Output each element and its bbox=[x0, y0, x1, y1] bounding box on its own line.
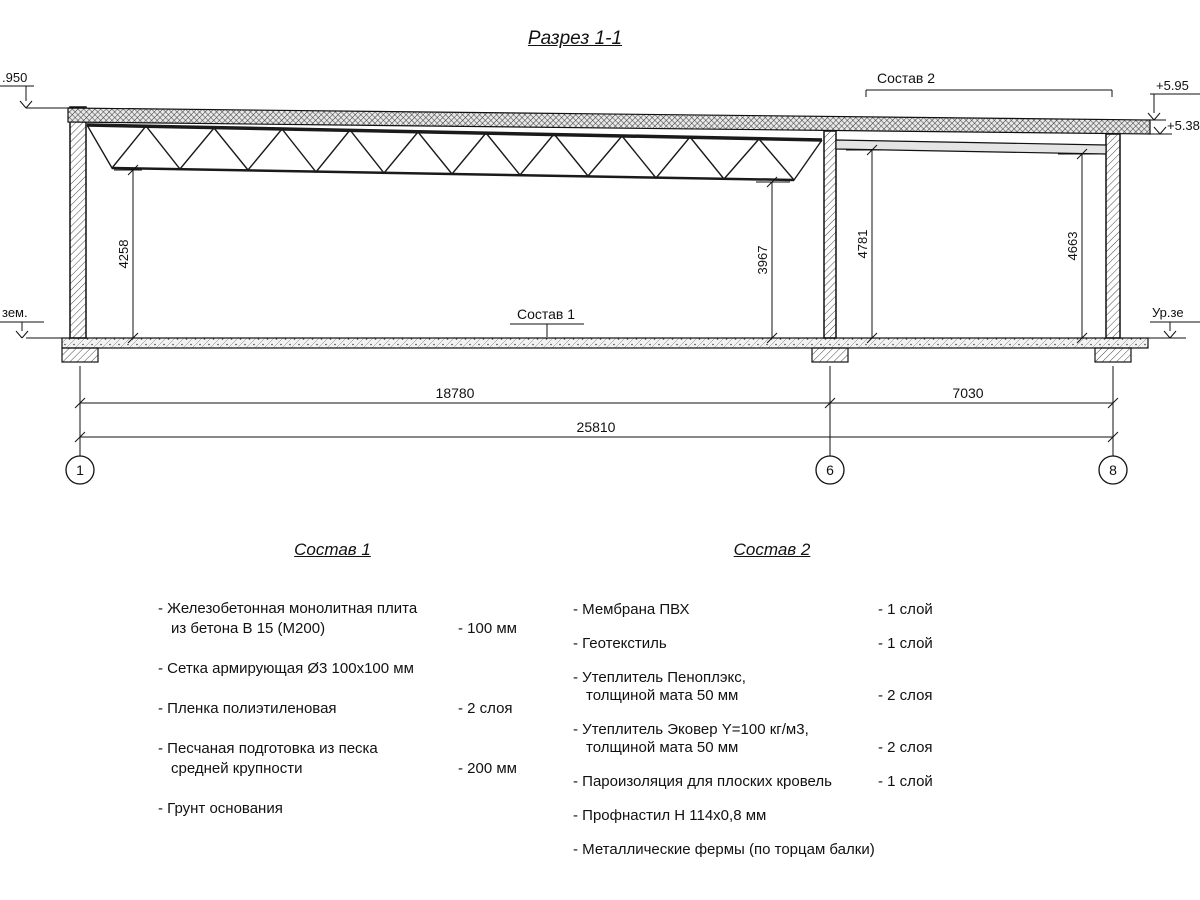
spec2-item-3-value: - 2 слоя bbox=[878, 687, 933, 704]
dimension-4663-value: 4663 bbox=[1065, 232, 1080, 261]
callout-sostav1-label: Состав 1 bbox=[517, 306, 575, 322]
spec2-item-4-text2: толщиной мата 50 мм bbox=[586, 739, 739, 756]
dimension-3967: 3967 bbox=[755, 176, 790, 344]
spec2-item-4-value: - 2 слоя bbox=[878, 739, 933, 756]
spec2-item-3-text: - Утеплитель Пеноплэкс, bbox=[573, 669, 746, 686]
spec2-item-5-value: - 1 слой bbox=[878, 773, 933, 790]
spec1-item-1-value: - 100 мм bbox=[458, 620, 517, 637]
spec2-item-7: - Металлические фермы (по торцам балки) bbox=[573, 841, 1013, 859]
spec1-item-1-text2: из бетона В 15 (М200) bbox=[171, 620, 326, 637]
elevation-left-value: .950 bbox=[2, 70, 27, 85]
spec1-item-4-value: - 200 мм bbox=[458, 760, 517, 777]
axis-bubble-8: 8 bbox=[1109, 462, 1117, 478]
spec2-item-7-text: - Металлические фермы (по торцам балки) bbox=[573, 841, 875, 858]
section-drawing: .950 +5.95 +5.38 зем. bbox=[0, 70, 1200, 485]
elevation-right-eave-value: +5.38 bbox=[1167, 118, 1200, 133]
axis-bubbles: 1 6 8 bbox=[65, 455, 1128, 485]
dimension-4258: 4258 bbox=[114, 164, 142, 344]
middle-wall bbox=[823, 130, 837, 339]
left-wall bbox=[69, 106, 87, 339]
spec1-item-2-text: - Сетка армирующая Ø3 100х100 мм bbox=[158, 660, 414, 677]
spec2-item-2-text: - Геотекстиль bbox=[573, 635, 667, 652]
ground-level-right-label: Ур.зе bbox=[1152, 305, 1184, 320]
ground-level-right: Ур.зе bbox=[1150, 305, 1200, 339]
dimension-4781: 4781 bbox=[846, 144, 888, 344]
spec2-item-1-value: - 1 слой bbox=[878, 601, 933, 618]
spec2-item-2-value: - 1 слой bbox=[878, 635, 933, 652]
axis-bubble-1: 1 bbox=[76, 462, 84, 478]
drawing-title: Разрез 1-1 bbox=[527, 28, 623, 49]
spec2-item-4: - Утеплитель Эковер Y=100 кг/м3, толщино… bbox=[573, 721, 1013, 757]
dimension-3967-value: 3967 bbox=[755, 246, 770, 275]
dimension-7030-value: 7030 bbox=[952, 385, 983, 401]
spec1-item-2: - Сетка армирующая Ø3 100х100 мм bbox=[158, 659, 578, 679]
elevation-right-top-value: +5.95 bbox=[1156, 78, 1189, 93]
spec2-item-2: - Геотекстиль - 1 слой bbox=[573, 635, 1013, 653]
floor-slab bbox=[26, 337, 1186, 349]
dimension-4258-value: 4258 bbox=[116, 240, 131, 269]
spec1-item-3-value: - 2 слоя bbox=[458, 700, 513, 717]
dimension-4781-value: 4781 bbox=[855, 230, 870, 259]
spec-sostav-2: - Мембрана ПВХ - 1 слой - Геотекстиль - … bbox=[573, 601, 1013, 875]
spec1-item-1: - Железобетонная монолитная плита из бет… bbox=[158, 599, 578, 639]
callout-sostav1: Состав 1 bbox=[510, 306, 584, 337]
roof-beam bbox=[835, 139, 1107, 155]
roof-slab bbox=[67, 107, 1151, 135]
right-wall bbox=[1105, 133, 1121, 339]
spec2-item-1-text: - Мембрана ПВХ bbox=[573, 601, 690, 618]
spec1-heading: Состав 1 bbox=[294, 540, 371, 559]
dimension-4663: 4663 bbox=[1058, 148, 1098, 344]
elevation-mark-right-eave: +5.38 bbox=[1146, 118, 1200, 135]
ground-level-left-label: зем. bbox=[2, 305, 28, 320]
spec2-heading: Состав 2 bbox=[733, 540, 811, 559]
callout-sostav2: Состав 2 bbox=[865, 70, 1113, 97]
callout-sostav2-label: Состав 2 bbox=[877, 70, 935, 86]
spec1-item-3-text: - Пленка полиэтиленовая bbox=[158, 700, 337, 717]
spec1-item-3: - Пленка полиэтиленовая - 2 слоя bbox=[158, 699, 578, 719]
dimension-18780-value: 18780 bbox=[436, 385, 475, 401]
spec1-item-4-text: - Песчаная подготовка из песка bbox=[158, 740, 378, 757]
spec2-item-3: - Утеплитель Пеноплэкс, толщиной мата 50… bbox=[573, 669, 1013, 705]
spec2-item-1: - Мембрана ПВХ - 1 слой bbox=[573, 601, 1013, 619]
spec2-item-6-text: - Профнастил Н 114х0,8 мм bbox=[573, 807, 767, 824]
spec2-item-5-text: - Пароизоляция для плоских кровель bbox=[573, 773, 832, 790]
spec1-item-4: - Песчаная подготовка из песка средней к… bbox=[158, 739, 578, 779]
dimension-chain-bottom: 18780 7030 25810 bbox=[74, 366, 1119, 456]
foundation-blocks bbox=[61, 347, 1132, 363]
axis-bubble-6: 6 bbox=[826, 462, 834, 478]
spec2-item-6: - Профнастил Н 114х0,8 мм bbox=[573, 807, 1013, 825]
spec1-item-5: - Грунт основания bbox=[158, 799, 578, 819]
spec1-item-5-text: - Грунт основания bbox=[158, 800, 283, 817]
elevation-mark-right-top: +5.95 bbox=[1136, 78, 1200, 121]
elevation-mark-left: .950 bbox=[0, 70, 68, 109]
spec1-item-4-text2: средней крупности bbox=[171, 760, 303, 777]
spec2-item-4-text: - Утеплитель Эковер Y=100 кг/м3, bbox=[573, 721, 809, 738]
spec2-item-5: - Пароизоляция для плоских кровель - 1 с… bbox=[573, 773, 1013, 791]
spec2-item-3-text2: толщиной мата 50 мм bbox=[586, 687, 739, 704]
spec-sostav-1: - Железобетонная монолитная плита из бет… bbox=[158, 599, 578, 839]
steel-truss bbox=[86, 123, 823, 182]
dimension-25810-value: 25810 bbox=[577, 419, 616, 435]
spec1-item-1-text: - Железобетонная монолитная плита bbox=[158, 600, 418, 617]
ground-level-left: зем. bbox=[0, 305, 44, 339]
